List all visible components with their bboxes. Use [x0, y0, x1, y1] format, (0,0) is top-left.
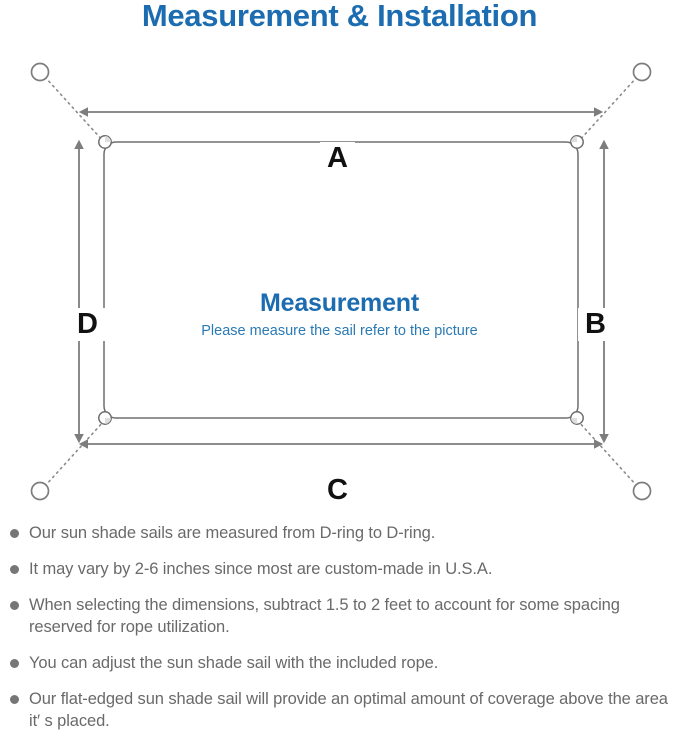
note-text: Our flat-edged sun shade sail will provi…	[29, 690, 668, 730]
d-ring-fill-top-right	[571, 136, 577, 142]
d-ring-fill-bottom-right	[571, 418, 577, 424]
note-text: Our sun shade sails are measured from D-…	[29, 524, 436, 542]
dimension-label-c: C	[320, 474, 355, 507]
list-item: Our sun shade sails are measured from D-…	[0, 522, 679, 544]
note-text: You can adjust the sun shade sail with t…	[29, 654, 439, 672]
bullet-icon	[10, 695, 19, 704]
bullet-icon	[10, 659, 19, 668]
d-ring-fill-top-left	[105, 136, 111, 142]
bullet-icon	[10, 529, 19, 538]
diagram-svg	[30, 62, 652, 501]
anchor-point-bottom-left	[30, 481, 50, 501]
anchor-points	[30, 62, 652, 501]
list-item: Our flat-edged sun shade sail will provi…	[0, 688, 679, 732]
d-ring-fill-bottom-left	[105, 418, 111, 424]
anchor-point-bottom-right	[632, 481, 652, 501]
note-text: When selecting the dimensions, subtract …	[29, 596, 620, 636]
list-item: When selecting the dimensions, subtract …	[0, 594, 679, 638]
bullet-icon	[10, 601, 19, 610]
note-text: It may vary by 2-6 inches since most are…	[29, 560, 493, 578]
sail-body	[103, 141, 579, 419]
anchor-point-top-right	[632, 62, 652, 82]
page-title: Measurement & Installation	[141, 0, 538, 33]
rope-line-bottom-right	[577, 420, 638, 487]
notes-list: Our sun shade sails are measured from D-…	[0, 522, 679, 746]
bullet-icon	[10, 565, 19, 574]
rope-line-top-left	[44, 76, 105, 143]
d-ring-fills	[105, 136, 577, 424]
dimension-label-d: D	[70, 308, 105, 341]
anchor-point-top-left	[30, 62, 50, 82]
rope-line-top-right	[577, 76, 638, 143]
dimension-label-b: B	[578, 308, 613, 341]
sun-shade-sail-measurement-diagram: Measurement Please measure the sail refe…	[0, 46, 679, 516]
list-item: It may vary by 2-6 inches since most are…	[0, 558, 679, 580]
dimension-label-a: A	[320, 142, 355, 175]
rope-line-bottom-left	[44, 420, 105, 487]
list-item: You can adjust the sun shade sail with t…	[0, 652, 679, 674]
